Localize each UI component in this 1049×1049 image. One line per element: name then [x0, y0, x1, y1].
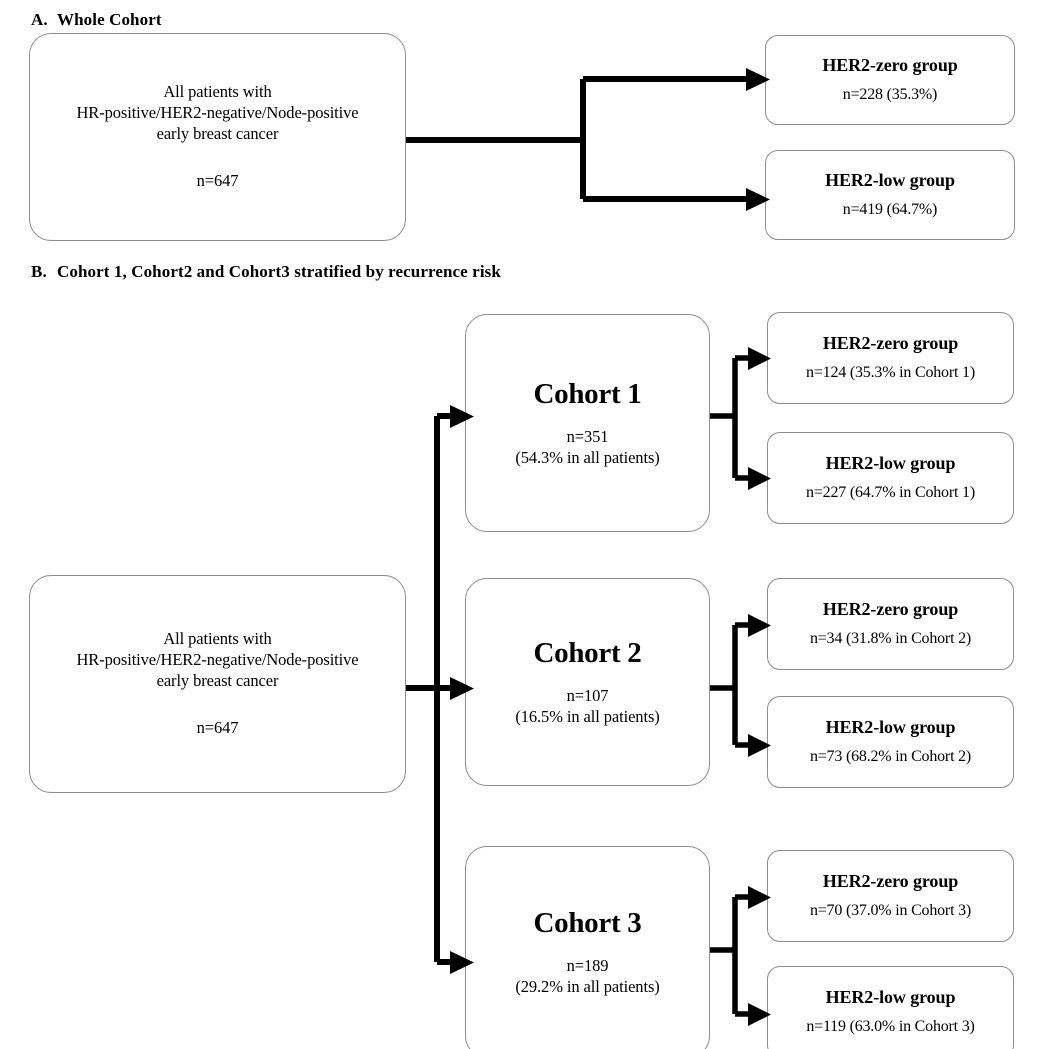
- panel-b-root-line1: All patients with: [163, 629, 272, 649]
- panel-b-trunk-group: [406, 405, 474, 974]
- cohort-1-her2-low-title: HER2-low group: [825, 452, 956, 473]
- panel-b-root-count: n=647: [196, 717, 239, 737]
- cohort-2-percent: (16.5% in all patients): [515, 706, 660, 726]
- panel-a-her2-zero-title: HER2-zero group: [822, 54, 958, 75]
- cohort-2-her2-zero-title: HER2-zero group: [822, 598, 959, 619]
- panel-a-heading: A. Whole Cohort: [31, 10, 162, 30]
- panel-a-her2-low-detail: n=419 (64.7%): [842, 201, 938, 219]
- panel-b-root-line3: early breast cancer: [156, 671, 279, 690]
- cohort-3-her2-low-node: HER2-low group n=119 (63.0% in Cohort 3): [767, 966, 1014, 1049]
- panel-a-root-node: All patients with HR-positive/HER2-negat…: [29, 33, 406, 241]
- cohort-1-percent: (54.3% in all patients): [515, 447, 660, 467]
- cohort-3-her2-low-title: HER2-low group: [825, 986, 956, 1007]
- panel-b-letter: B.: [31, 262, 47, 281]
- cohort-1-her2-zero-detail: n=124 (35.3% in Cohort 1): [806, 364, 975, 382]
- cohort-3-her2-zero-detail: n=70 (37.0% in Cohort 3): [809, 902, 972, 920]
- cohort-2-her2-zero-node: HER2-zero group n=34 (31.8% in Cohort 2): [767, 578, 1014, 670]
- panel-a-root-count: n=647: [196, 170, 239, 190]
- cohort-2-count: n=107: [566, 685, 609, 705]
- cohort-3-node: Cohort 3 n=189 (29.2% in all patients): [465, 846, 710, 1049]
- panel-a-title: Whole Cohort: [57, 10, 162, 29]
- cohort-1-name: Cohort 1: [533, 377, 642, 410]
- cohort-3-connector-group: [710, 886, 771, 1026]
- panel-a-her2-low-node: HER2-low group n=419 (64.7%): [765, 150, 1015, 240]
- cohort-1-her2-zero-node: HER2-zero group n=124 (35.3% in Cohort 1…: [767, 312, 1014, 404]
- panel-a-her2-zero-node: HER2-zero group n=228 (35.3%): [765, 35, 1015, 125]
- cohort-1-node: Cohort 1 n=351 (54.3% in all patients): [465, 314, 710, 532]
- panel-a-root-line3: early breast cancer: [156, 124, 279, 143]
- panel-a-connector-group: [406, 68, 770, 211]
- panel-a-her2-low-title: HER2-low group: [825, 169, 955, 190]
- cohort-1-her2-low-detail: n=227 (64.7% in Cohort 1): [806, 484, 975, 502]
- cohort-1-count: n=351: [566, 426, 609, 446]
- cohort-3-her2-zero-title: HER2-zero group: [822, 870, 959, 891]
- panel-b-root-node: All patients with HR-positive/HER2-negat…: [29, 575, 406, 793]
- panel-b-root-line2: HR-positive/HER2-negative/Node-positive: [76, 650, 359, 670]
- cohort-2-her2-low-title: HER2-low group: [825, 716, 956, 737]
- cohort-3-count: n=189: [566, 955, 609, 975]
- panel-a-root-line1: All patients with: [163, 82, 272, 102]
- cohort-3-her2-zero-node: HER2-zero group n=70 (37.0% in Cohort 3): [767, 850, 1014, 942]
- panel-a-root-line2: HR-positive/HER2-negative/Node-positive: [76, 103, 359, 123]
- panel-a-letter: A.: [31, 10, 48, 29]
- panel-b-heading: B. Cohort 1, Cohort2 and Cohort3 stratifi…: [31, 262, 501, 282]
- cohort-1-connector-group: [710, 347, 771, 490]
- cohort-3-her2-low-detail: n=119 (63.0% in Cohort 3): [806, 1018, 975, 1036]
- panel-a-her2-zero-detail: n=228 (35.3%): [842, 86, 938, 104]
- cohort-2-her2-zero-detail: n=34 (31.8% in Cohort 2): [809, 630, 972, 648]
- cohort-2-name: Cohort 2: [533, 636, 642, 669]
- cohort-2-node: Cohort 2 n=107 (16.5% in all patients): [465, 578, 710, 786]
- cohort-3-percent: (29.2% in all patients): [515, 976, 660, 996]
- cohort-1-her2-low-node: HER2-low group n=227 (64.7% in Cohort 1): [767, 432, 1014, 524]
- cohort-3-name: Cohort 3: [533, 906, 642, 939]
- cohort-1-her2-zero-title: HER2-zero group: [822, 332, 959, 353]
- cohort-2-connector-group: [710, 614, 771, 757]
- panel-b-title: Cohort 1, Cohort2 and Cohort3 stratified…: [57, 262, 501, 281]
- cohort-2-her2-low-detail: n=73 (68.2% in Cohort 2): [809, 748, 972, 766]
- cohort-2-her2-low-node: HER2-low group n=73 (68.2% in Cohort 2): [767, 696, 1014, 788]
